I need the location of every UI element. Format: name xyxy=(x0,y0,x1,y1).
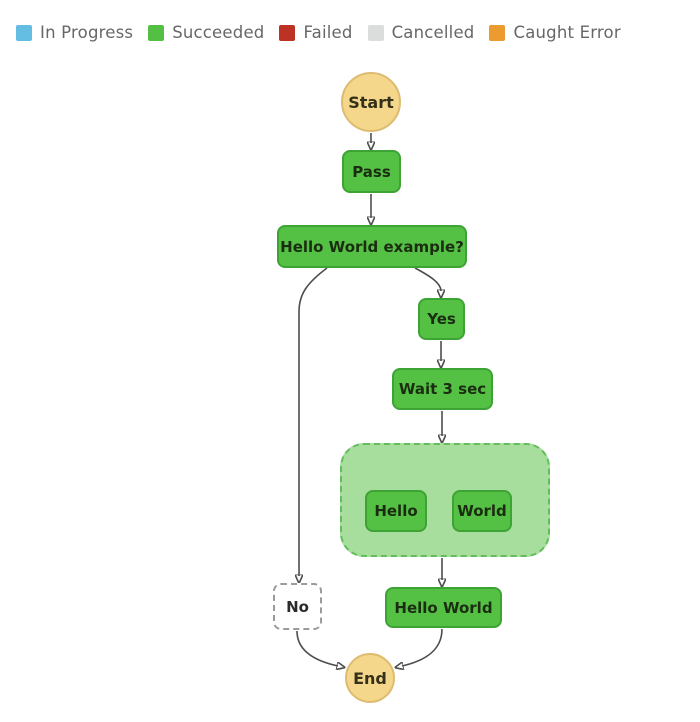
legend-label: Failed xyxy=(303,23,353,42)
legend-item-caught-error: Caught Error xyxy=(489,23,621,42)
legend-label: Caught Error xyxy=(513,23,621,42)
edge-helloworld-end xyxy=(402,628,443,666)
legend-label: In Progress xyxy=(40,23,134,42)
failed-swatch-icon xyxy=(279,24,296,41)
node-end: End xyxy=(345,653,395,703)
node-choice-state[interactable]: Hello World example? xyxy=(277,225,467,268)
edge-choice-no xyxy=(299,267,328,576)
node-start: Start xyxy=(341,72,401,132)
legend-label: Succeeded xyxy=(172,23,265,42)
status-legend: In Progress Succeeded Failed Cancelled C… xyxy=(16,23,621,42)
edge-choice-yes xyxy=(414,267,441,291)
legend-item-cancelled: Cancelled xyxy=(367,23,475,42)
legend-item-succeeded: Succeeded xyxy=(148,23,264,42)
in-progress-swatch-icon xyxy=(16,24,32,41)
legend-label: Cancelled xyxy=(391,23,475,42)
caught-error-swatch-icon xyxy=(489,24,506,41)
node-wait-state[interactable]: Wait 3 sec xyxy=(392,368,493,410)
legend-item-in-progress: In Progress xyxy=(16,23,133,42)
node-hello-state[interactable]: Hello xyxy=(365,490,427,532)
node-no-state[interactable]: No xyxy=(273,583,322,630)
node-hello-world-state[interactable]: Hello World xyxy=(385,587,502,628)
node-yes-state[interactable]: Yes xyxy=(418,298,465,340)
cancelled-swatch-icon xyxy=(367,24,384,41)
succeeded-swatch-icon xyxy=(148,24,165,41)
node-pass-state[interactable]: Pass xyxy=(342,150,401,193)
legend-item-failed: Failed xyxy=(279,23,352,42)
edge-no-end xyxy=(296,630,338,666)
node-world-state[interactable]: World xyxy=(452,490,512,532)
